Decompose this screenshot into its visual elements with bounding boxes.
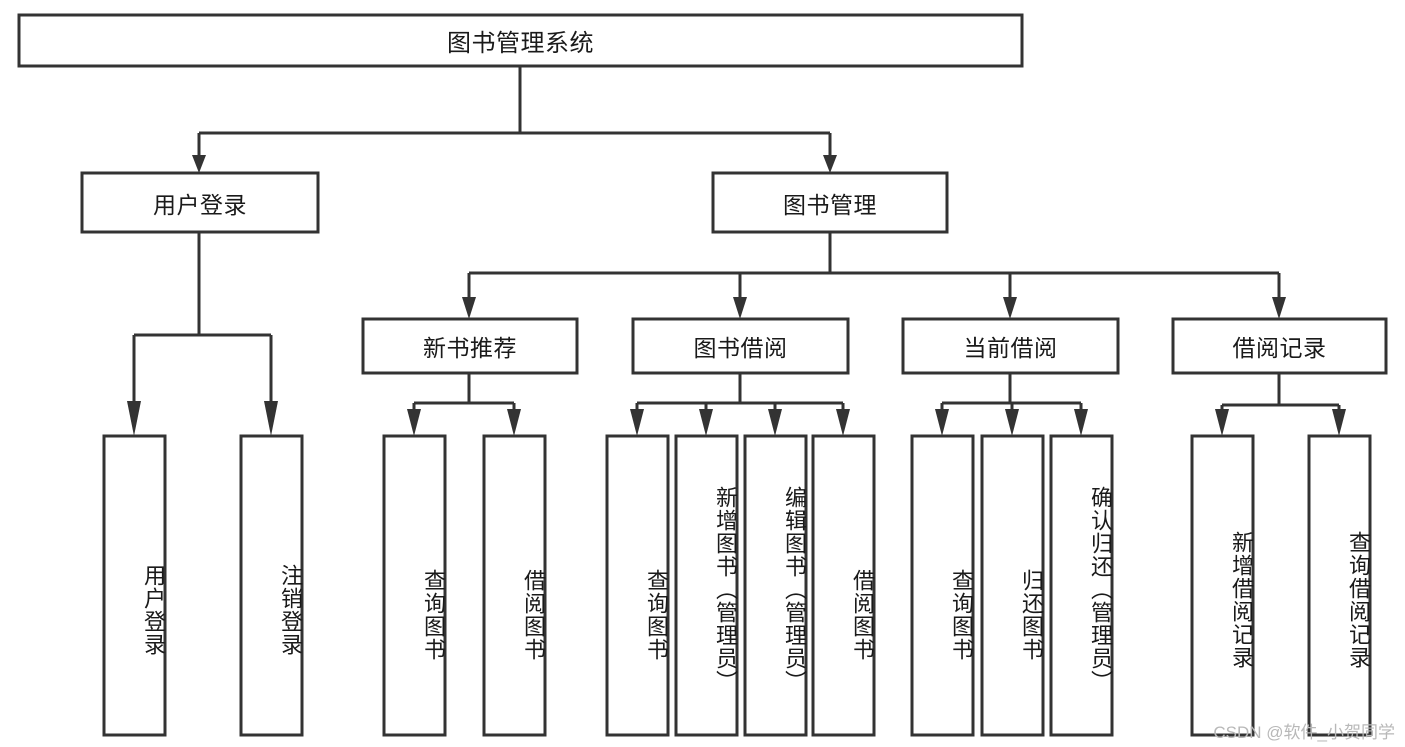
node-box-leaf-logout[interactable]: [239, 434, 304, 737]
node-box-root[interactable]: [17, 13, 1024, 68]
connector-userlogin-to-leaves: [127, 232, 278, 436]
node-box-leaf-add-book[interactable]: [674, 434, 739, 737]
node-box-leaf-edit-book[interactable]: [743, 434, 808, 737]
node-box-leaf-query-record[interactable]: [1307, 434, 1372, 737]
node-box-book-borrow[interactable]: [631, 317, 850, 375]
csdn-watermark: CSDN @软件_小贺同学: [1213, 723, 1395, 742]
node-box-leaf-query-book-1[interactable]: [382, 434, 447, 737]
node-box-borrow-record[interactable]: [1171, 317, 1388, 375]
connector-record-to-leaves: [1215, 373, 1346, 436]
node-box-leaf-query-book-3[interactable]: [910, 434, 975, 737]
node-box-leaf-query-book-2[interactable]: [605, 434, 670, 737]
node-box-new-book-recommend[interactable]: [361, 317, 579, 375]
node-box-leaf-user-login[interactable]: [102, 434, 167, 737]
node-box-leaf-confirm-return[interactable]: [1049, 434, 1114, 737]
node-box-leaf-return-book[interactable]: [980, 434, 1045, 737]
node-box-current-borrow[interactable]: [901, 317, 1120, 375]
connector-recommend-to-leaves: [407, 373, 521, 436]
connector-root-to-level2: [192, 66, 837, 173]
node-box-leaf-borrow-book-2[interactable]: [811, 434, 876, 737]
node-box-leaf-add-record[interactable]: [1190, 434, 1255, 737]
connector-bookmgmt-to-level3: [462, 232, 1286, 319]
node-box-leaf-borrow-book-1[interactable]: [482, 434, 547, 737]
connector-current-to-leaves: [935, 373, 1088, 436]
node-box-user-login[interactable]: [80, 171, 320, 234]
node-box-book-management[interactable]: [711, 171, 949, 234]
connector-borrow-to-leaves: [630, 373, 850, 436]
